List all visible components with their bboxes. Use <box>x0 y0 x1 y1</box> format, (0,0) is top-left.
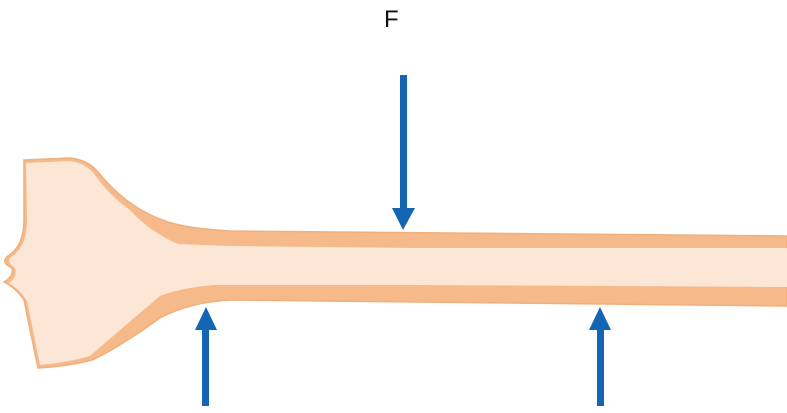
support-arrow-right <box>589 307 611 406</box>
force-arrow-down <box>392 75 415 230</box>
support-arrow-left <box>195 307 217 406</box>
force-label: F <box>384 6 399 33</box>
marrow-canal <box>180 248 787 285</box>
